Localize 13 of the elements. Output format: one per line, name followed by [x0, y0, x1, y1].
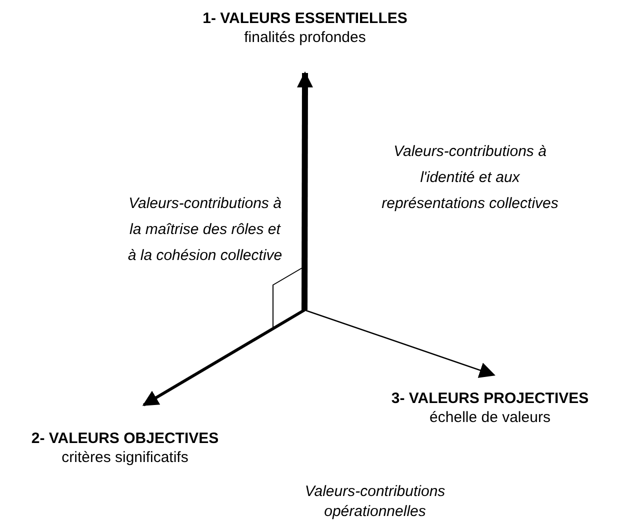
axis-arrow [142, 308, 306, 406]
axis-title: 2- VALEURS OBJECTIVES [31, 429, 219, 448]
plane-marker [272, 268, 302, 328]
dimension-caption: Valeurs-contributions à l'identité et aux représentations collectives [380, 142, 560, 214]
dimension-caption: Valeurs-contributions à la maîtrise des rôles et à la cohésion collective [126, 194, 284, 266]
axis-title: 3- VALEURS PROJECTIVES [391, 389, 589, 408]
axis-arrow [304, 309, 496, 378]
dimension-caption: Valeurs-contributions opérationnelles [304, 482, 446, 522]
axis-title: 1- VALEURS ESSENTIELLES [202, 9, 408, 28]
axis-subtitle: critères significatifs [60, 448, 190, 467]
axis-subtitle: finalités profondes [243, 28, 367, 47]
axis-subtitle: échelle de valeurs [428, 408, 552, 427]
axis-arrow [296, 71, 313, 310]
